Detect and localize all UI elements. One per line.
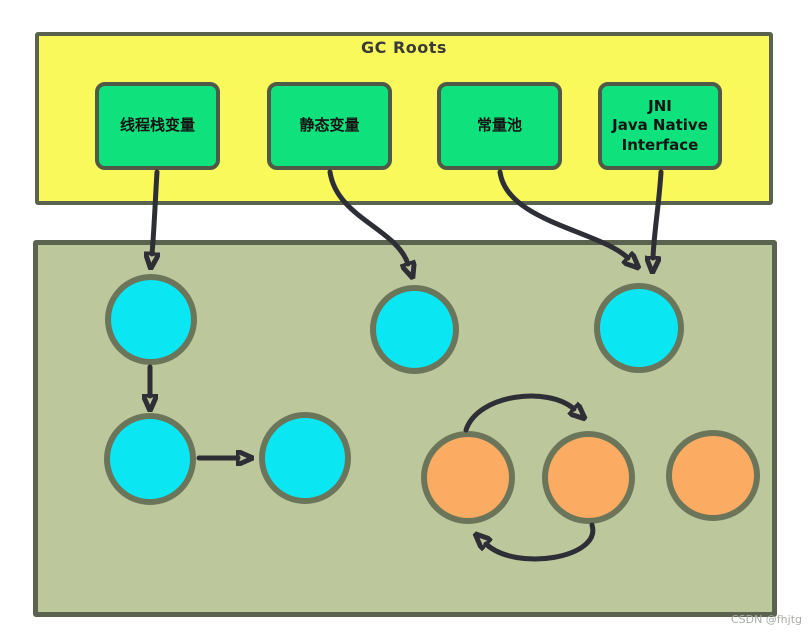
orange-node-1	[421, 431, 515, 524]
cyan-node-2	[370, 285, 459, 374]
root-label-static-vars: 静态变量	[299, 116, 360, 135]
root-box-constant-pool: 常量池	[437, 82, 562, 170]
cyan-node-3	[594, 283, 684, 373]
gc-roots-title: GC Roots	[361, 38, 447, 57]
watermark: CSDN @fhjtg	[730, 613, 802, 626]
cyan-node-5	[259, 412, 351, 504]
cyan-node-4	[104, 413, 196, 505]
root-box-static-vars: 静态变量	[267, 82, 392, 170]
orange-node-3	[666, 430, 760, 521]
root-box-jni: JNI Java Native Interface	[598, 82, 722, 170]
root-label-jni: JNI Java Native Interface	[612, 96, 708, 154]
orange-node-2	[542, 431, 635, 524]
cyan-node-1	[105, 274, 197, 365]
root-box-thread-stack-vars: 线程栈变量	[95, 82, 220, 170]
root-label-constant-pool: 常量池	[476, 116, 522, 135]
root-label-thread-stack-vars: 线程栈变量	[119, 116, 195, 135]
